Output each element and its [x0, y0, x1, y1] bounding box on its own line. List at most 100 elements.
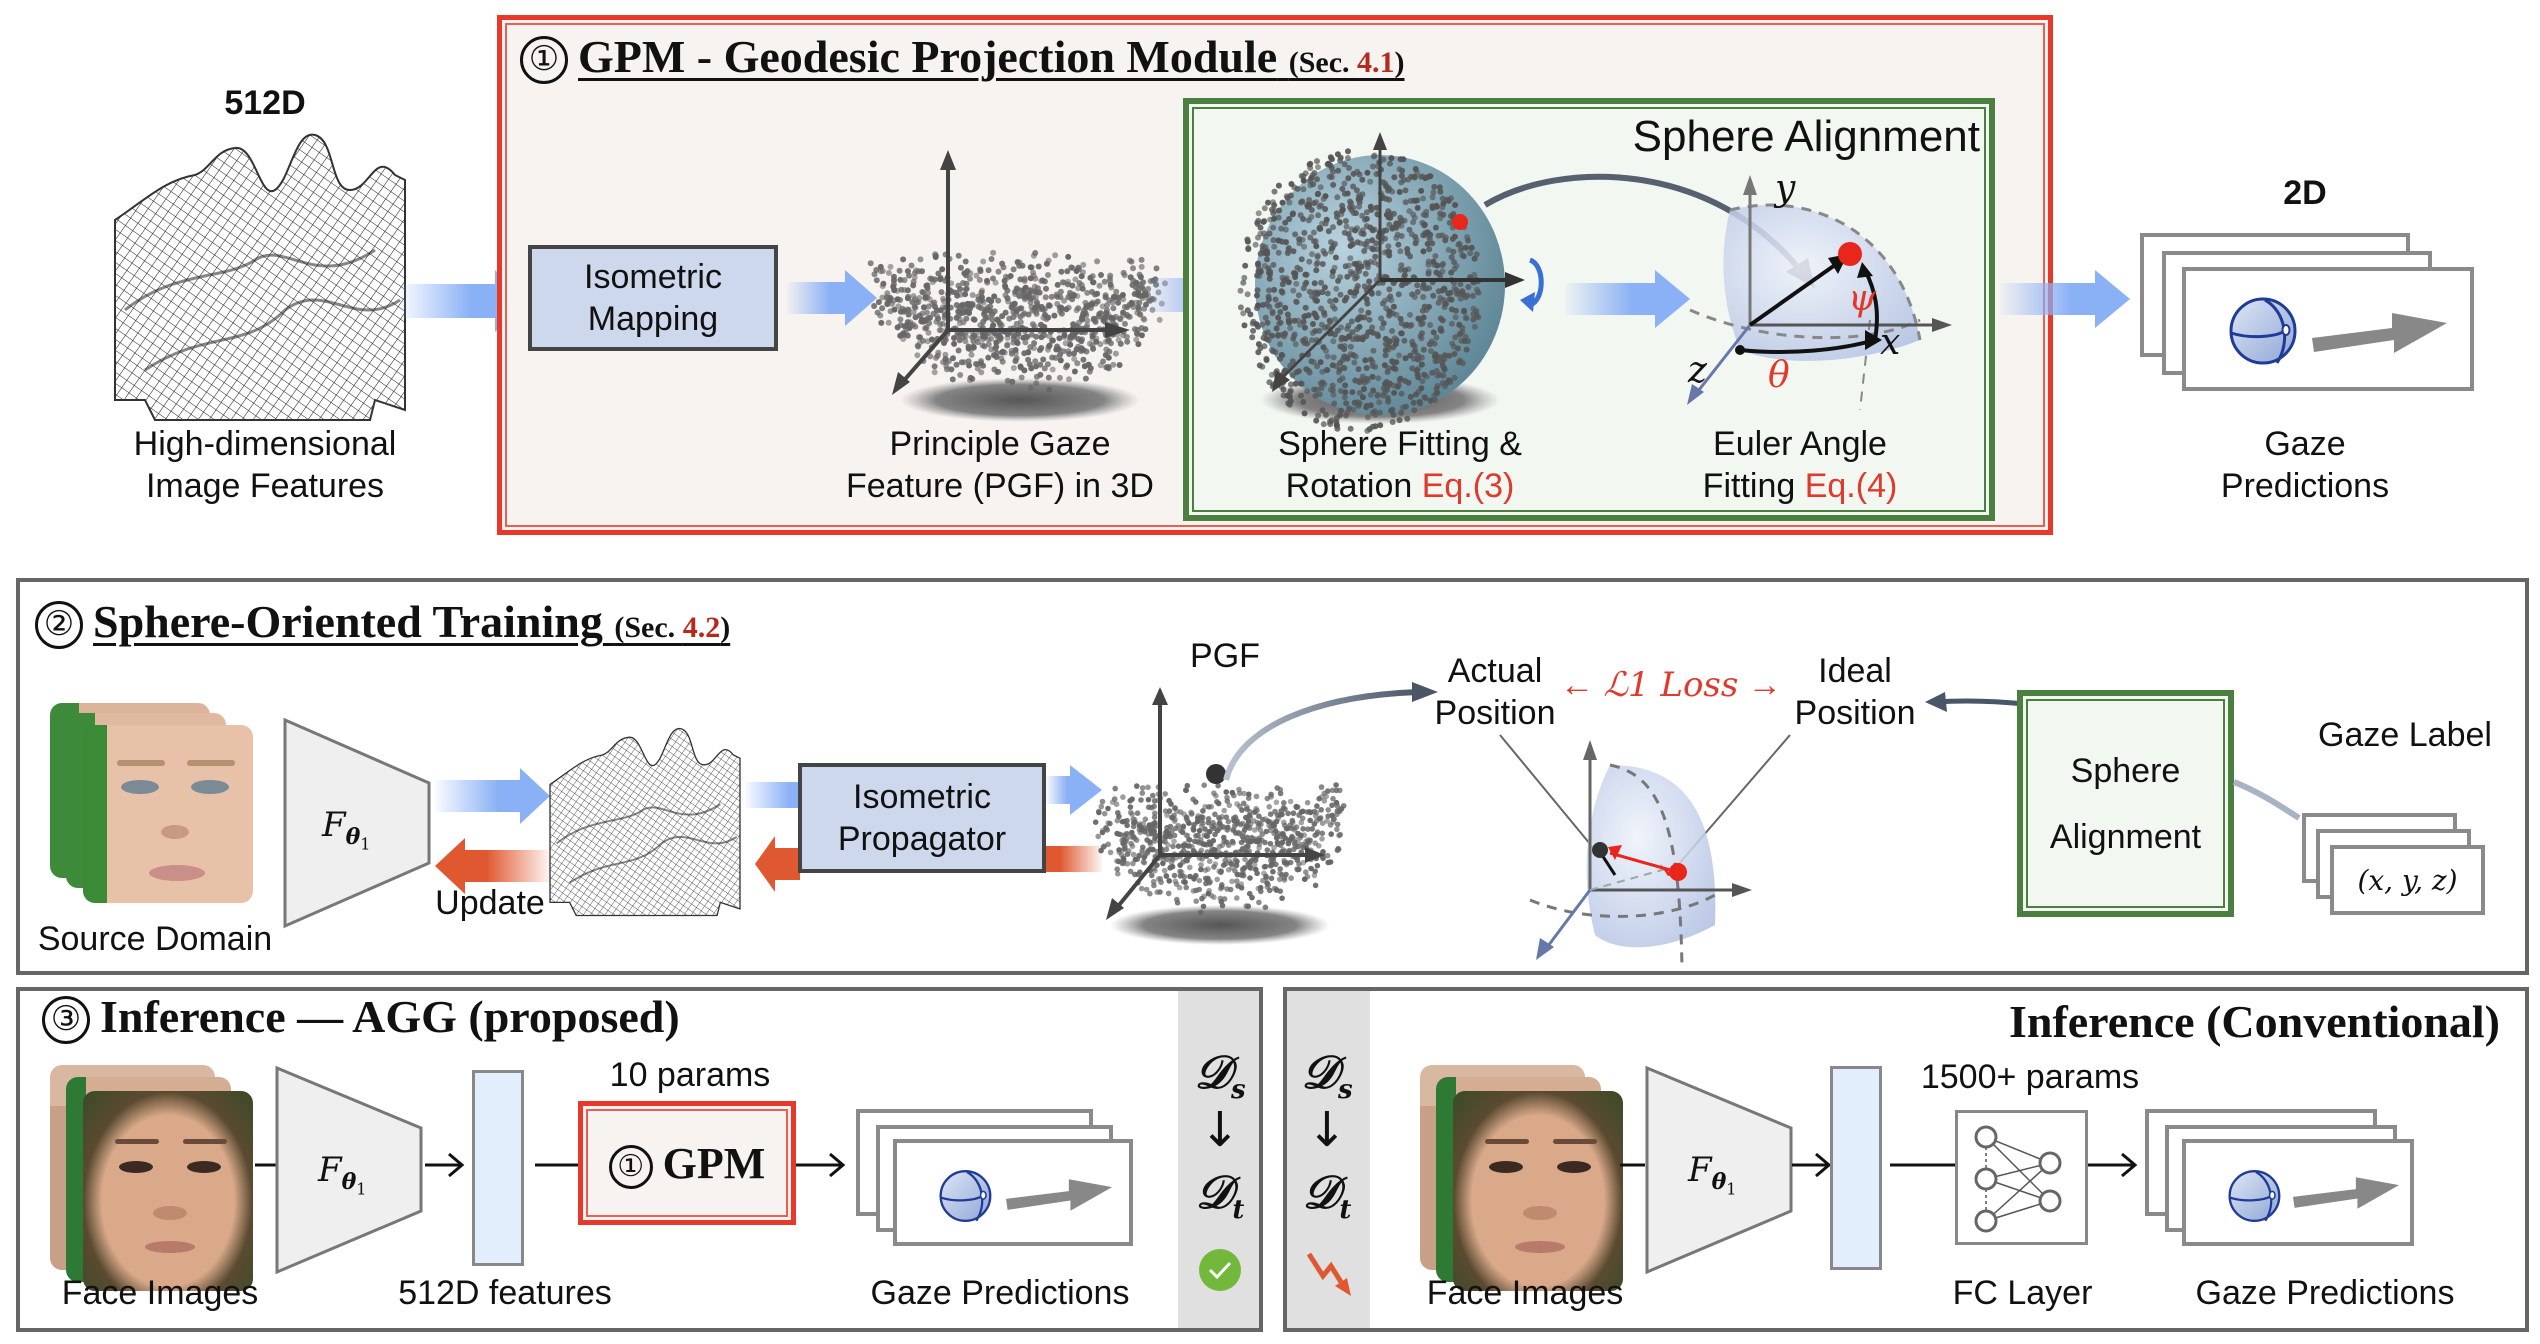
- connector-line: [1620, 1163, 1645, 1167]
- update-label: Update: [435, 884, 545, 922]
- face-photo: [83, 725, 253, 903]
- section-number-3: ③: [42, 996, 90, 1044]
- actual-position-line2: Position: [1434, 694, 1556, 732]
- axis-y-label: y: [1775, 168, 1796, 209]
- domain-shift-arrow-icon: ↓: [1306, 1102, 1348, 1158]
- euler-caption-line2: Fitting Eq.(4): [1702, 467, 1898, 505]
- source-domain-caption: Source Domain: [37, 920, 273, 958]
- encoder-network: [275, 1065, 423, 1275]
- pgf-scatter-plot: [1092, 687, 1347, 945]
- domain-shift-arrow-icon: ↓: [1199, 1102, 1241, 1158]
- forward-arrow-icon: [745, 782, 805, 808]
- agg-title-text: Inference — AGG (proposed): [100, 991, 680, 1042]
- euler-caption-line1: Euler Angle: [1713, 425, 1887, 463]
- pgf-caption-line2: Feature (PGF) in 3D: [846, 467, 1154, 505]
- forward-arrow-icon: [435, 768, 550, 824]
- source-domain-symbol: 𝒟s: [1194, 1045, 1246, 1106]
- connector-line: [535, 1163, 580, 1167]
- sphere-fit-caption-line2: Rotation Eq.(3): [1285, 467, 1515, 505]
- encoder-label: Fθ1: [318, 1150, 367, 1199]
- right-arrow-icon: [796, 1152, 846, 1178]
- gpm-section-ref[interactable]: 4.1: [1357, 46, 1395, 79]
- gaze-tuple-value: (x, y, z): [2357, 863, 2458, 897]
- forward-arrow-icon: [2000, 270, 2130, 328]
- l1-loss-label: ← ℒ1 Loss →: [1560, 665, 1782, 705]
- psi-angle-label: ψ: [1848, 278, 1877, 319]
- pgf-to-actual-curve: [1223, 682, 1438, 781]
- theta-angle-label: θ: [1768, 355, 1790, 396]
- pgf-scatter-plot: [867, 150, 1168, 422]
- right-arrow-icon: [1792, 1152, 1832, 1178]
- actual-position-line1: Actual: [1447, 652, 1543, 690]
- feature-manifold-mesh: [549, 728, 741, 917]
- eyeball-icon: [2229, 297, 2297, 365]
- input-dimension-label: 512D: [224, 84, 306, 122]
- backward-update-arrow-icon: [435, 838, 550, 894]
- training-section-ref[interactable]: 4.2: [682, 611, 721, 644]
- label-connector: [2232, 779, 2301, 821]
- pgf-caption-line1: Principle Gaze: [889, 425, 1111, 463]
- fitted-sphere: [1237, 132, 1544, 434]
- pgf-label: PGF: [1190, 637, 1260, 675]
- isometric-mapping-line2: Mapping: [587, 300, 719, 338]
- agg-params-label: 10 params: [609, 1056, 771, 1094]
- equation-4-ref[interactable]: Eq.(4): [1804, 467, 1898, 505]
- conventional-face-caption: Face Images: [1426, 1274, 1624, 1312]
- target-domain-symbol: 𝒟t: [1195, 1165, 1245, 1226]
- forward-arrow-icon: [1046, 765, 1102, 815]
- output-caption-line1: Gaze: [2264, 425, 2346, 463]
- input-caption-line1: High-dimensional: [133, 425, 397, 463]
- section-divider: [12, 553, 2537, 557]
- conventional-output-caption: Gaze Predictions: [2195, 1274, 2455, 1312]
- feature-manifold-mesh: [114, 133, 406, 421]
- fc-layer-caption: FC Layer: [1952, 1274, 2093, 1312]
- section-number-1: ①: [520, 36, 568, 84]
- right-arrow-icon: [2088, 1152, 2138, 1178]
- gpm-number: ①: [608, 1144, 653, 1189]
- sphere-alignment-line2: Alignment: [2049, 817, 2202, 856]
- gpm-title-text: GPM - Geodesic Projection Module: [578, 31, 1278, 82]
- ideal-position-line2: Position: [1794, 694, 1916, 732]
- encoder-network: [283, 717, 431, 929]
- output-dimension-label: 2D: [2283, 174, 2327, 212]
- gaze-direction-arrow-icon: [1006, 1179, 1113, 1211]
- training-title-text: Sphere-Oriented Training: [93, 596, 603, 647]
- agg-output-caption: Gaze Predictions: [870, 1274, 1130, 1312]
- right-arrow-icon: [425, 1152, 465, 1178]
- check-circle-icon: [1199, 1249, 1241, 1291]
- gaze-prediction-cards: [856, 1109, 1146, 1249]
- source-domain-symbol: 𝒟s: [1301, 1045, 1353, 1106]
- section-number-2: ②: [35, 601, 83, 649]
- propagator-line1: Isometric: [853, 778, 991, 816]
- connector-line: [1890, 1163, 1955, 1167]
- axis-z-label: z: [1688, 350, 1707, 391]
- gaze-prediction-cards: [2140, 233, 2475, 393]
- gaze-label-cards: (x, y, z): [2302, 813, 2485, 915]
- sphere-alignment-box: Sphere Alignment: [2017, 690, 2234, 917]
- sphere-alignment-title: Sphere Alignment: [1632, 112, 1980, 161]
- encoder-label: Fθ1: [322, 805, 371, 854]
- fc-layer-block: [1955, 1110, 2088, 1245]
- encoder-network: [1645, 1065, 1793, 1275]
- axis-x-label: x: [1880, 322, 1901, 363]
- agg-face-caption: Face Images: [61, 1274, 259, 1312]
- equation-3-ref[interactable]: Eq.(3): [1421, 467, 1515, 505]
- source-face-images: [50, 703, 255, 918]
- target-face-images: [50, 1065, 255, 1295]
- target-face-images: [1420, 1065, 1625, 1295]
- conventional-params-label: 1500+ params: [1920, 1058, 2140, 1096]
- sphere-fit-caption-line1: Sphere Fitting &: [1278, 425, 1522, 463]
- features-caption: 512D features: [398, 1274, 612, 1312]
- input-caption-line2: Image Features: [145, 467, 385, 505]
- target-domain-symbol: 𝒟t: [1302, 1165, 1352, 1226]
- gpm-block-label: GPM: [662, 1138, 766, 1188]
- zigzag-down-arrow-icon: [1306, 1252, 1351, 1296]
- gaze-label-caption: Gaze Label: [2318, 716, 2492, 754]
- conventional-section-title: Inference (Conventional): [2008, 996, 2500, 1047]
